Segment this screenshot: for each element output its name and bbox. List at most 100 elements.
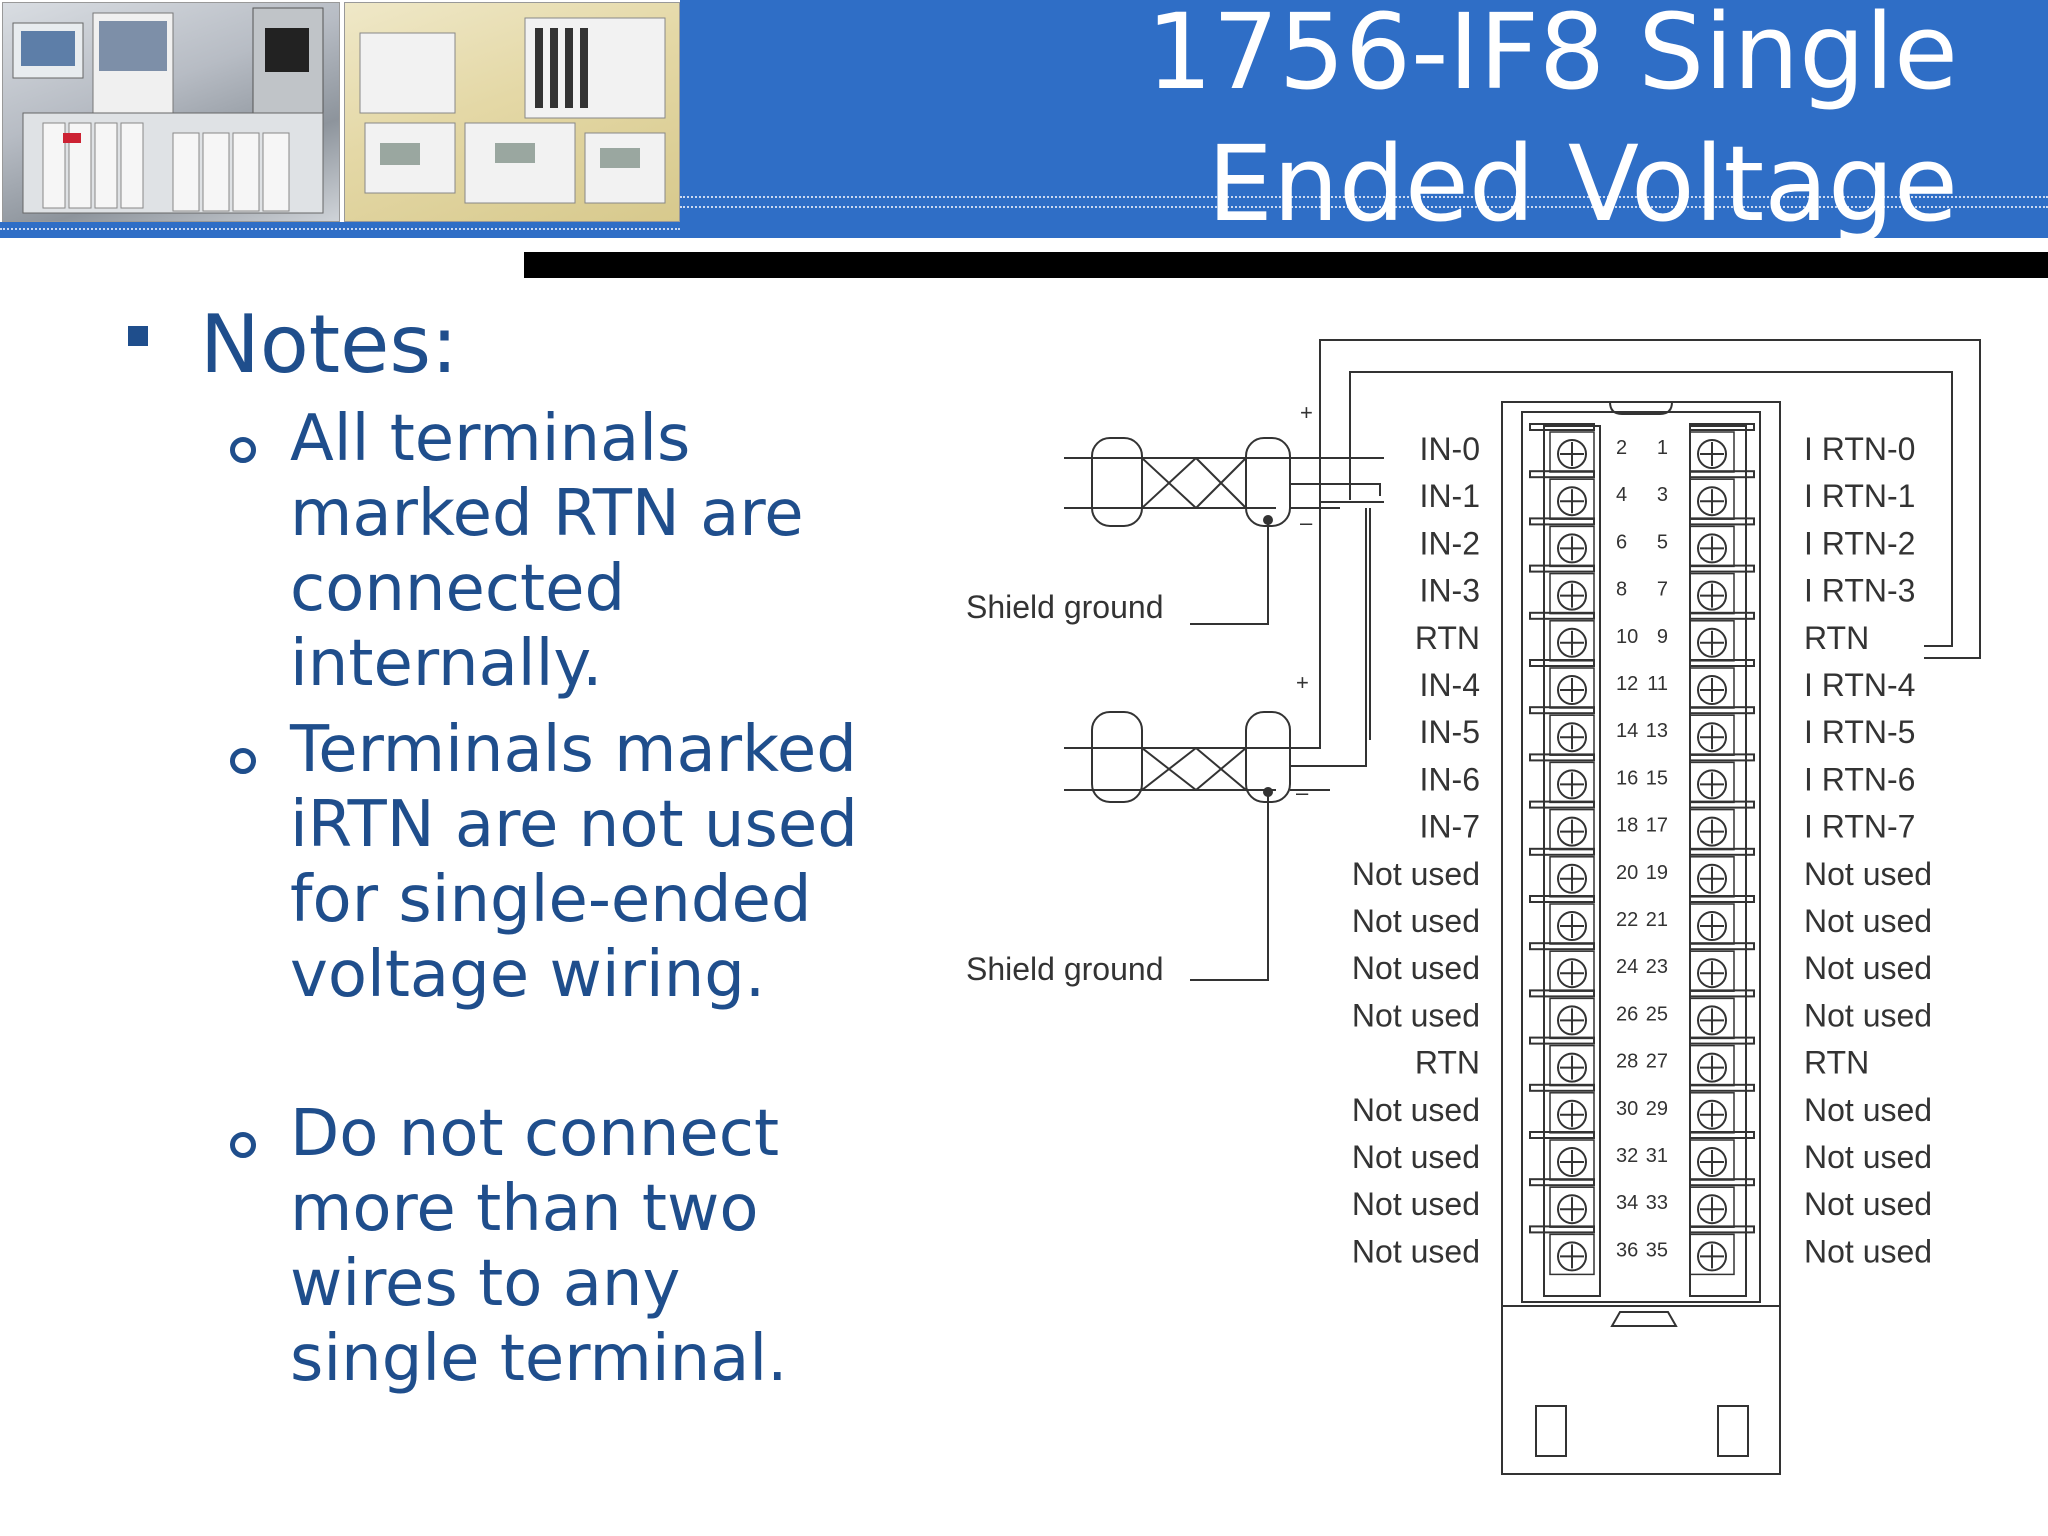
- notes-heading: Notes:: [200, 298, 459, 391]
- terminal-number: 26: [1616, 1003, 1638, 1025]
- terminal-label-left: IN-1: [1420, 478, 1480, 514]
- terminal-screw-icon: [1529, 1036, 1595, 1087]
- terminal-label-right: Not used: [1804, 903, 1932, 939]
- terminal-number: 16: [1616, 767, 1638, 789]
- outer-wires: [1319, 339, 1981, 1475]
- terminal-number: 13: [1646, 720, 1668, 742]
- dotted-rule: [0, 228, 680, 230]
- dotted-rule: [680, 196, 2048, 198]
- terminal-number: 4: [1616, 484, 1627, 506]
- title-line-1: 1756-IF8 Single: [1146, 0, 1958, 113]
- terminal-label-right: I RTN-0: [1804, 431, 1915, 467]
- terminal-label-right: I RTN-5: [1804, 714, 1915, 750]
- terminal-screw-icon: [1689, 1083, 1755, 1134]
- terminal-label-right: I RTN-1: [1804, 478, 1915, 514]
- terminal-screw-icon: [1529, 706, 1595, 756]
- terminal-screw-icon: [1689, 800, 1755, 851]
- terminal-number: 12: [1616, 673, 1638, 695]
- terminal-label-left: Not used: [1352, 997, 1480, 1033]
- terminal-label-left: Not used: [1352, 1139, 1480, 1175]
- terminal-label-left: Not used: [1352, 1233, 1480, 1269]
- terminal-number: 2: [1616, 437, 1627, 459]
- terminal-screw-icon: [1529, 659, 1595, 709]
- terminal-number: 7: [1657, 579, 1668, 601]
- terminal-label-left: IN-6: [1420, 761, 1480, 797]
- terminal-screw-icon: [1529, 611, 1595, 662]
- terminal-screw-icon: [1689, 1225, 1755, 1276]
- junction-dot: [1263, 515, 1273, 525]
- terminal-number: 30: [1616, 1098, 1638, 1120]
- terminal-label-left: IN-4: [1420, 667, 1480, 703]
- terminal-number: 19: [1646, 862, 1668, 884]
- terminal-screw-icon: [1689, 564, 1755, 615]
- terminal-number: 18: [1616, 815, 1638, 837]
- title-line-2: Ended Voltage: [1207, 123, 1958, 245]
- plc-hardware-photo: [2, 2, 340, 222]
- terminal-screw-icon: [1529, 1083, 1595, 1134]
- terminal-number: 6: [1616, 531, 1627, 553]
- terminal-label-left: IN-7: [1420, 809, 1480, 845]
- terminal-screw-icon: [1529, 423, 1595, 473]
- terminal-screw-icon: [1689, 753, 1755, 804]
- terminal-screw-icon: [1689, 659, 1755, 709]
- terminal-number: 36: [1616, 1239, 1638, 1261]
- terminal-screw-icon: [1529, 800, 1595, 851]
- plc-modules-photo: [344, 2, 680, 222]
- terminal-screw-icon: [1689, 847, 1755, 898]
- terminal-label-right: Not used: [1804, 1139, 1932, 1175]
- terminal-label-left: IN-5: [1420, 714, 1480, 750]
- terminal-number: 3: [1657, 484, 1668, 506]
- slide-title: 1756-IF8 Single Ended Voltage: [858, 0, 1958, 250]
- title-banner: [680, 0, 2048, 238]
- shield-ground-label: Shield ground: [966, 589, 1163, 625]
- terminal-number: 23: [1646, 956, 1668, 978]
- terminal-label-right: Not used: [1804, 856, 1932, 892]
- terminal-label-right: I RTN-2: [1804, 525, 1915, 561]
- note-item: Do not connect more than two wires to an…: [290, 1097, 788, 1396]
- terminal-number: 33: [1646, 1192, 1668, 1214]
- terminal-screw-icon: [1529, 753, 1595, 804]
- circle-bullet-icon: [230, 1132, 256, 1158]
- terminal-label-left: RTN: [1415, 1045, 1480, 1081]
- terminal-screw-icon: [1689, 1131, 1755, 1181]
- terminal-screw-icon: [1689, 989, 1755, 1040]
- terminal-number: 32: [1616, 1145, 1638, 1167]
- terminal-screw-icon: [1529, 1225, 1595, 1276]
- circle-bullet-icon: [230, 437, 256, 463]
- terminal-label-left: RTN: [1415, 620, 1480, 656]
- terminal-label-right: RTN: [1804, 620, 1869, 656]
- terminal-number: 15: [1646, 767, 1668, 789]
- terminal-number: 10: [1616, 626, 1638, 648]
- plus-sign: +: [1296, 670, 1309, 695]
- terminal-screw-icon: [1529, 847, 1595, 898]
- terminal-screw-icon: [1529, 517, 1595, 568]
- terminal-label-left: Not used: [1352, 1186, 1480, 1222]
- terminal-number: 5: [1657, 531, 1668, 553]
- terminal-label-right: Not used: [1804, 950, 1932, 986]
- plus-sign: +: [1300, 400, 1313, 425]
- circle-bullet-icon: [230, 748, 256, 774]
- junction-dot: [1263, 787, 1273, 797]
- terminal-number: 22: [1616, 909, 1638, 931]
- terminal-screw-icon: [1689, 706, 1755, 756]
- terminal-screw-icon: [1689, 423, 1755, 473]
- terminal-label-right: Not used: [1804, 997, 1932, 1033]
- terminal-screw-icon: [1689, 517, 1755, 568]
- terminal-label-right: Not used: [1804, 1186, 1932, 1222]
- terminal-label-right: RTN: [1804, 1045, 1869, 1081]
- terminal-label-right: I RTN-3: [1804, 573, 1915, 609]
- terminal-number: 8: [1616, 579, 1627, 601]
- terminal-screw-icon: [1529, 895, 1595, 945]
- terminal-number: 21: [1646, 909, 1668, 931]
- terminal-number: 28: [1616, 1051, 1638, 1073]
- terminal-label-right: I RTN-4: [1804, 667, 1915, 703]
- terminal-screw-icon: [1689, 1178, 1755, 1228]
- shielded-cable-1: [1064, 437, 1384, 740]
- terminal-label-left: Not used: [1352, 950, 1480, 986]
- terminal-number: 20: [1616, 862, 1638, 884]
- terminal-screw-icon: [1689, 611, 1755, 662]
- terminal-number: 11: [1647, 673, 1668, 695]
- note-item: All terminals marked RTN are connected i…: [290, 402, 804, 701]
- terminal-number: 25: [1646, 1003, 1668, 1025]
- header-underline-bar: [524, 252, 2048, 278]
